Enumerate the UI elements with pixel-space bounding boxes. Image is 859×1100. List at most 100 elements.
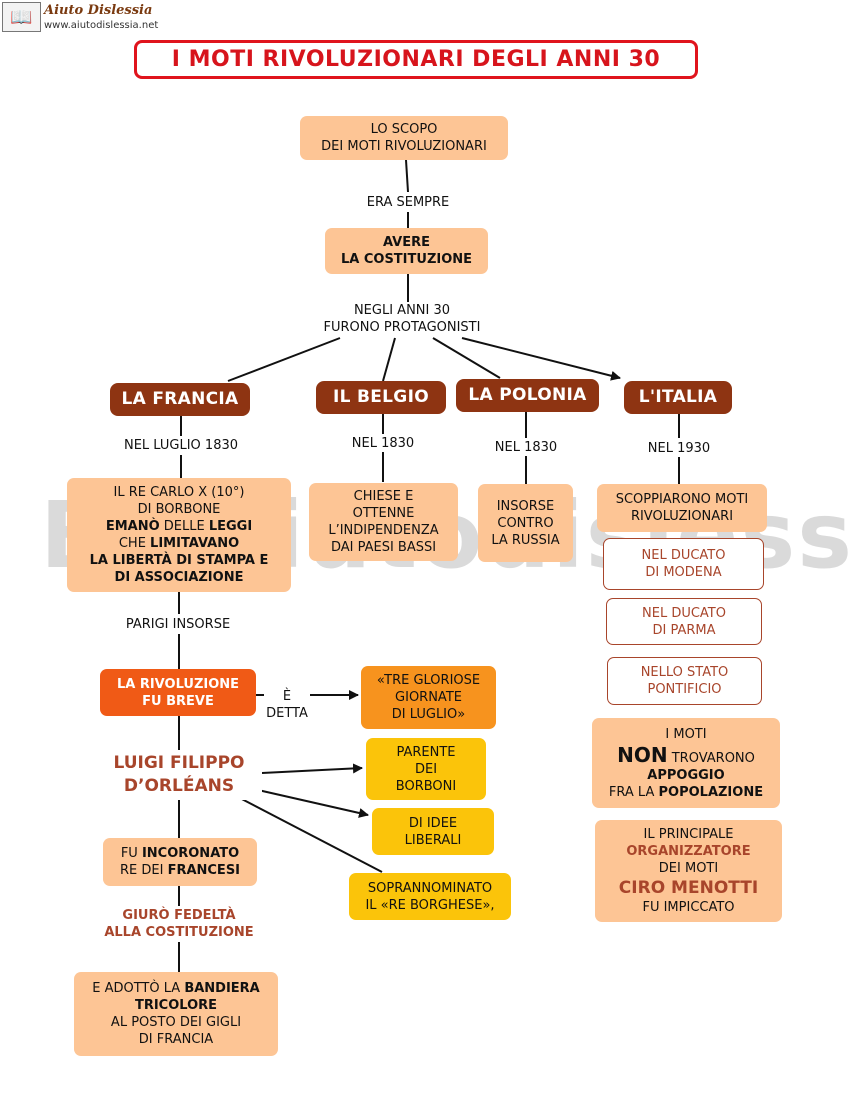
node-text: IL RE CARLO X (10°) xyxy=(113,485,245,500)
node-text: NELLO STATO xyxy=(640,665,729,680)
node-text: TRICOLORE xyxy=(134,998,218,1013)
node-text: IL «RE BORGHESE», xyxy=(365,897,495,913)
node-italia: L'ITALIA xyxy=(624,381,732,414)
node-text: INSORSE xyxy=(496,498,555,514)
node-text: L’INDIPENDENZA xyxy=(328,523,439,538)
node-text: LA RIVOLUZIONE xyxy=(116,676,240,692)
node-text: FRA LA xyxy=(608,784,659,800)
node-re-borghese: SOPRANNOMINATO IL «RE BORGHESE», xyxy=(349,873,511,920)
node-menotti: IL PRINCIPALE ORGANIZZATORE DEI MOTI CIR… xyxy=(595,820,782,922)
node-text: SOPRANNOMINATO xyxy=(367,880,493,896)
node-text: TROVARONO xyxy=(667,750,755,766)
page-title: I MOTI RIVOLUZIONARI DEGLI ANNI 30 xyxy=(134,40,698,79)
node-bandiera: E ADOTTÒ LA BANDIERA TRICOLORE AL POSTO … xyxy=(74,972,278,1056)
node-text: NEL DUCATO xyxy=(641,548,726,563)
node-text: DEI xyxy=(414,761,438,777)
emph: INCORONATO xyxy=(141,846,240,861)
node-text: SCOPPIARONO MOTI xyxy=(615,492,749,507)
line-to-belgio xyxy=(382,337,396,382)
emph: EMANÒ xyxy=(105,519,160,534)
emph: LIMITAVANO xyxy=(150,536,240,551)
node-pontificio: NELLO STATO PONTIFICIO xyxy=(607,657,762,705)
node-text: DI ASSOCIAZIONE xyxy=(114,570,244,585)
node-carlo-x: IL RE CARLO X (10°) DI BORBONE EMANÒ DEL… xyxy=(67,478,291,592)
node-text: GIORNATE xyxy=(395,690,462,705)
connector-parigi: PARIGI INSORSE xyxy=(108,616,248,633)
line-luigi-parente xyxy=(261,763,363,774)
node-text: OTTENNE xyxy=(352,506,415,521)
emph: FRANCESI xyxy=(167,863,241,878)
node-text: LUIGI FILIPPO xyxy=(113,753,245,773)
node-belgio: IL BELGIO xyxy=(316,381,446,414)
node-text: DEI MOTI RIVOLUZIONARI xyxy=(321,139,487,154)
node-parente: PARENTE DEI BORBONI xyxy=(366,738,486,800)
node-text: FU xyxy=(120,846,142,861)
line-to-francia xyxy=(227,337,341,382)
connector-text: FURONO PROTAGONISTI xyxy=(323,320,481,335)
node-polonia-detail: INSORSE CONTRO LA RUSSIA xyxy=(478,484,573,562)
connector-e-detta: È DETTA xyxy=(264,688,310,722)
connector-belgio-1830: NEL 1830 xyxy=(345,435,421,452)
node-costituzione: AVERE LA COSTITUZIONE xyxy=(325,228,488,274)
book-icon: 📖 xyxy=(2,2,41,32)
connector-text: NEGLI ANNI 30 xyxy=(353,303,451,318)
emph: NON xyxy=(617,742,668,767)
node-text: FU INCORONATO xyxy=(121,845,239,862)
connector-negli-anni: NEGLI ANNI 30 FURONO PROTAGONISTI xyxy=(300,302,504,336)
node-text: CHE xyxy=(118,536,151,551)
node-text: RE DEI xyxy=(119,863,168,878)
node-gloriose: «TRE GLORIOSE GIORNATE DI LUGLIO» xyxy=(361,666,496,729)
node-text: DI IDEE xyxy=(408,815,458,831)
node-text: LA RUSSIA xyxy=(491,532,560,548)
emph: BANDIERA xyxy=(184,981,260,996)
connector-era-sempre: ERA SEMPRE xyxy=(356,194,460,211)
node-text: NON TROVARONO xyxy=(617,743,755,767)
line-to-italia xyxy=(461,337,621,381)
node-text: CIRO MENOTTI xyxy=(618,878,759,898)
node-text: CHIESE E xyxy=(353,489,414,504)
node-text: E ADOTTÒ LA xyxy=(92,981,185,996)
node-text: D’ORLÉANS xyxy=(123,776,235,796)
node-text: DI MODENA xyxy=(645,565,722,580)
node-moti-non: I MOTI NON TROVARONO APPOGGIO FRA LA POP… xyxy=(592,718,780,808)
node-text: CONTRO xyxy=(497,515,554,531)
node-text: DEI MOTI xyxy=(658,861,719,876)
connector-luglio-1830: NEL LUGLIO 1830 xyxy=(112,437,250,454)
node-modena: NEL DUCATO DI MODENA xyxy=(603,538,764,590)
site-url: www.aiutodislessia.net xyxy=(44,20,159,31)
node-text: PONTIFICIO xyxy=(647,682,722,697)
node-scopo: LO SCOPO DEI MOTI RIVOLUZIONARI xyxy=(300,116,508,160)
node-text: PARENTE xyxy=(396,744,456,760)
node-text: I MOTI xyxy=(665,726,707,742)
line-to-polonia xyxy=(432,337,501,379)
site-name: Aiuto Dislessia xyxy=(44,3,153,18)
node-text: RIVOLUZIONARI xyxy=(630,509,734,524)
node-text: EMANÒ DELLE LEGGI xyxy=(106,518,252,535)
node-italia-detail: SCOPPIARONO MOTI RIVOLUZIONARI xyxy=(597,484,767,532)
node-text: LO SCOPO xyxy=(370,122,438,137)
node-text: DAI PAESI BASSI xyxy=(330,540,437,555)
line-scopo-era xyxy=(405,159,409,193)
connector-italia-1930: NEL 1930 xyxy=(641,440,717,457)
node-text: CHE LIMITAVANO xyxy=(119,535,239,552)
node-text: «TRE GLORIOSE xyxy=(376,673,481,688)
node-francia: LA FRANCIA xyxy=(110,383,250,416)
line-luigi-borghese xyxy=(235,795,383,873)
node-text: GIURÒ FEDELTÀ xyxy=(122,908,236,923)
node-text: LA COSTITUZIONE xyxy=(340,252,473,267)
node-polonia: LA POLONIA xyxy=(456,379,599,412)
node-parma: NEL DUCATO DI PARMA xyxy=(606,598,762,645)
connector-polonia-1830: NEL 1830 xyxy=(488,439,564,456)
node-text: E ADOTTÒ LA BANDIERA xyxy=(92,980,260,997)
node-text: NEL DUCATO xyxy=(642,605,726,621)
node-text: BORBONI xyxy=(395,778,457,794)
node-belgio-detail: CHIESE E OTTENNE L’INDIPENDENZA DAI PAES… xyxy=(309,483,458,561)
node-idee-liberali: DI IDEE LIBERALI xyxy=(372,808,494,855)
node-text: FRA LA POPOLAZIONE xyxy=(609,784,763,801)
node-fedelta: GIURÒ FEDELTÀ ALLA COSTITUZIONE xyxy=(88,906,270,942)
node-text: DI FRANCIA xyxy=(138,1032,214,1047)
emph: POPOLAZIONE xyxy=(658,784,764,800)
node-text: DELLE xyxy=(159,519,209,534)
node-text: AVERE xyxy=(382,235,430,250)
